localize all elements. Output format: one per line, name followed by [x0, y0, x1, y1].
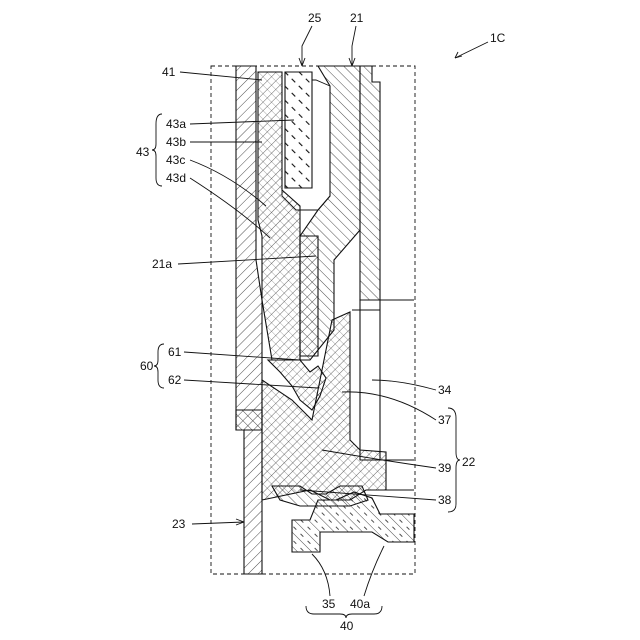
label-34: 34 [438, 383, 452, 397]
label-61: 61 [168, 345, 182, 359]
pin-25 [285, 72, 312, 188]
right-housing-22 [360, 66, 380, 300]
label-43a: 43a [166, 117, 186, 131]
label-62: 62 [168, 373, 182, 387]
label-25: 25 [308, 11, 322, 25]
label-39: 39 [438, 461, 452, 475]
label-43c: 43c [166, 153, 185, 167]
label-21: 21 [350, 11, 364, 25]
label-35: 35 [322, 597, 336, 611]
label-40: 40 [340, 619, 354, 633]
label-40a: 40a [350, 597, 370, 611]
label-37: 37 [438, 413, 452, 427]
label-22: 22 [462, 455, 476, 469]
label-figure: 1C [490, 31, 506, 45]
label-41: 41 [162, 65, 176, 79]
label-38: 38 [438, 493, 452, 507]
label-21a: 21a [152, 257, 172, 271]
left-wall-step [236, 410, 262, 430]
label-60: 60 [140, 359, 154, 373]
label-43b: 43b [166, 135, 186, 149]
label-43: 43 [136, 145, 150, 159]
label-23: 23 [172, 517, 186, 531]
label-43d: 43d [166, 171, 186, 185]
rod-21a [300, 236, 318, 356]
